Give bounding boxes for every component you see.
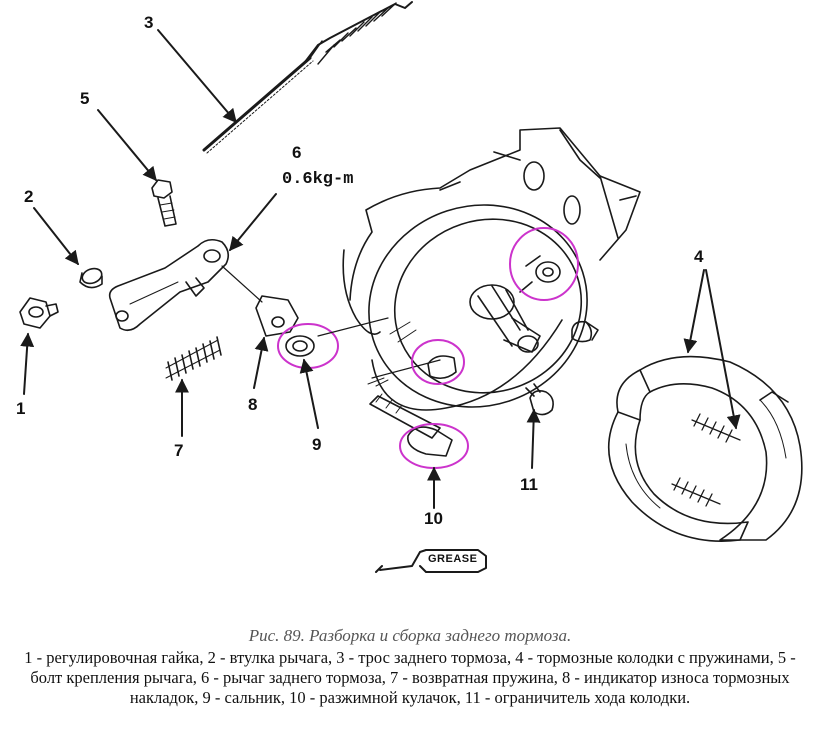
exploded-view-drawing	[19, 1, 803, 573]
callout-6: 6	[292, 143, 302, 162]
figure-caption: Рис. 89. Разборка и сборка заднего тормо…	[10, 626, 810, 708]
callout-2: 2	[24, 187, 34, 206]
callout-3: 3	[144, 13, 154, 32]
lever-bushing	[79, 267, 103, 289]
torque-label: 0.6kg-m	[282, 170, 354, 189]
leader-arrows	[20, 29, 741, 509]
figure-legend: 1 - регулировочная гайка, 2 - втулка рыч…	[24, 648, 796, 707]
lever-bolt	[151, 179, 177, 227]
brake-camshaft	[367, 377, 453, 457]
figure-title: Рис. 89. Разборка и сборка заднего тормо…	[248, 626, 572, 645]
grease-label: GREASE	[428, 553, 478, 565]
oil-seal	[285, 335, 315, 357]
highlight-cam-slot	[411, 339, 465, 385]
adjusting-nut	[19, 297, 59, 329]
highlight-shoe-pivot	[509, 227, 579, 301]
return-spring	[165, 336, 222, 381]
stopper-cap	[571, 320, 599, 343]
callout-7: 7	[174, 441, 184, 460]
callout-4: 4	[694, 247, 704, 266]
callout-11: 11	[520, 475, 538, 494]
grease-tube-icon	[375, 549, 487, 573]
brake-shoes	[607, 355, 803, 542]
brake-cable	[202, 1, 413, 154]
diagram-area: 3 5 6 0.6kg-m 2 4 1 8 9 7 11 10 GREASE	[16, 1, 803, 573]
wear-indicator	[255, 295, 299, 337]
callout-10: 10	[424, 509, 443, 528]
brake-lever	[108, 238, 263, 332]
callout-5: 5	[80, 89, 90, 108]
highlight-oil-seal	[277, 323, 339, 369]
callout-1: 1	[16, 399, 26, 418]
callout-9: 9	[312, 435, 322, 454]
callout-8: 8	[248, 395, 258, 414]
shoe-stopper	[525, 383, 554, 416]
brake-panel	[317, 127, 641, 411]
